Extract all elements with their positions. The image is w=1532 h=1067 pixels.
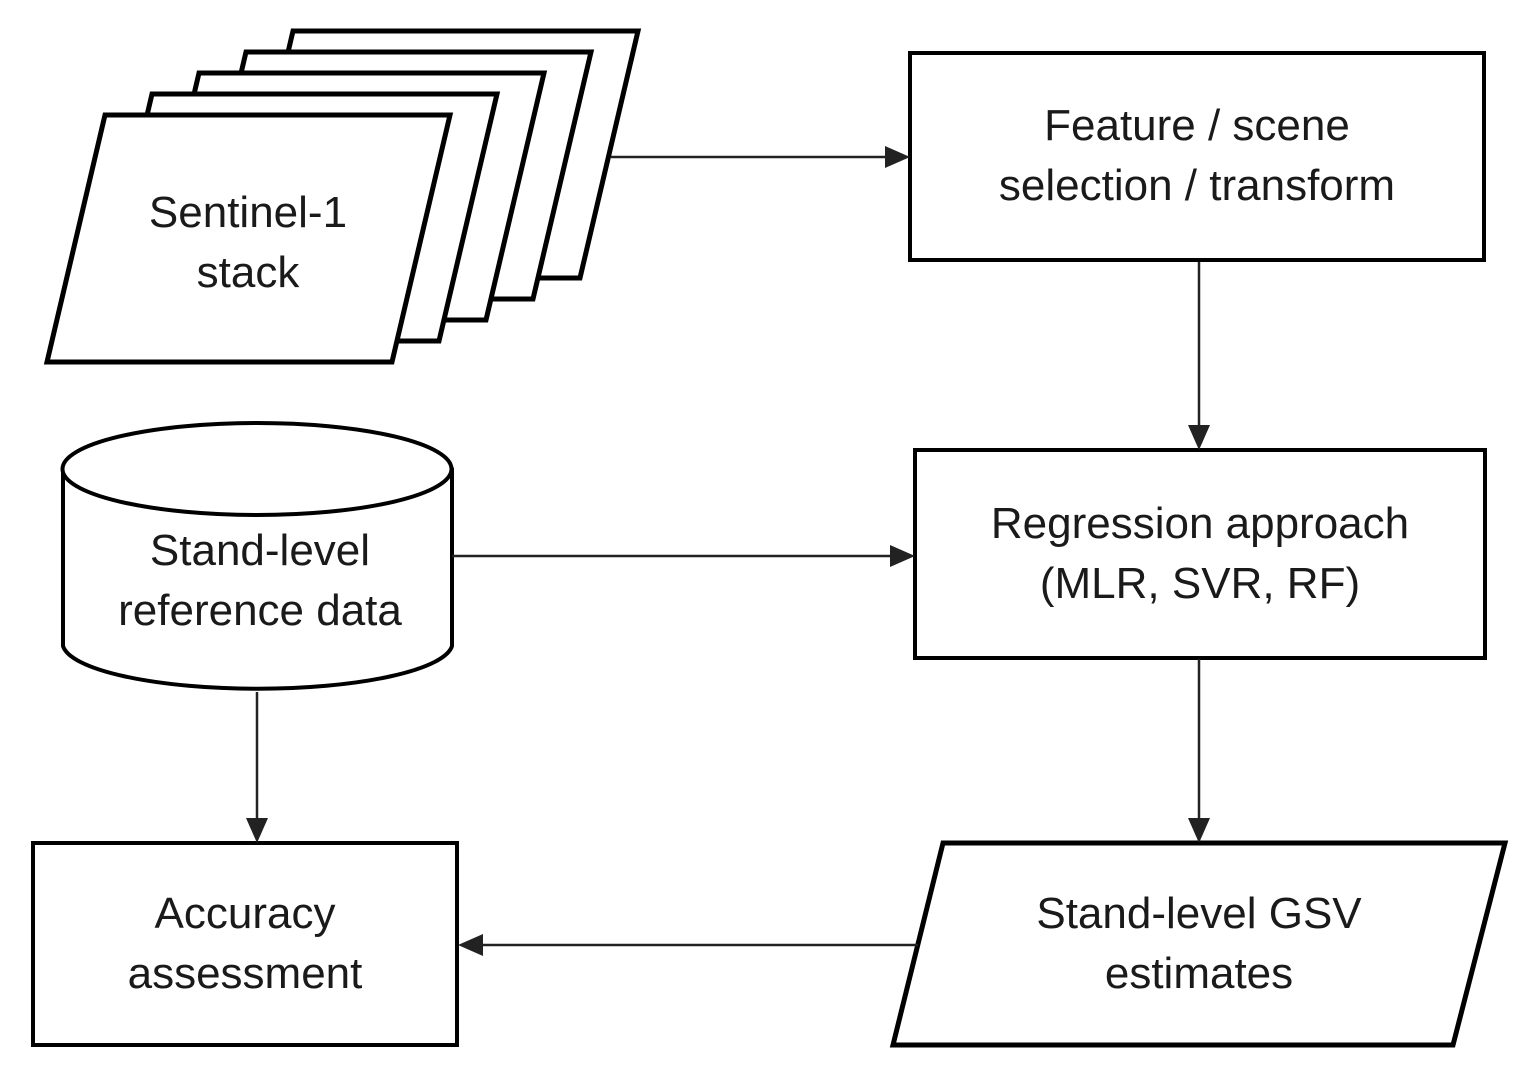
arrowhead-right-icon: [885, 146, 910, 168]
arrowhead-right-icon: [890, 545, 915, 567]
arrow-feature-to-regression: [1188, 262, 1210, 450]
arrowhead-down-icon: [1188, 818, 1210, 843]
feature-selection-node: [908, 51, 1486, 262]
arrow-regression-to-gsv: [1188, 659, 1210, 843]
arrowhead-left-icon: [458, 934, 483, 956]
stack-sheet: [43, 112, 454, 365]
reference-data-cylinder-node: [60, 421, 454, 691]
arrow-reference-to-accuracy: [246, 692, 268, 843]
accuracy-assessment-node: [31, 841, 459, 1047]
arrowhead-down-icon: [1188, 425, 1210, 450]
arrow-reference-to-regression: [452, 545, 915, 567]
regression-approach-node: [913, 448, 1487, 660]
arrow-stack-to-feature: [611, 146, 910, 168]
sentinel-stack-node: [43, 28, 642, 365]
arrow-gsv-to-accuracy: [458, 934, 918, 956]
arrowhead-down-icon: [246, 818, 268, 843]
gsv-estimates-parallelogram-node: [889, 840, 1509, 1048]
cylinder-top-rim: [60, 421, 454, 517]
